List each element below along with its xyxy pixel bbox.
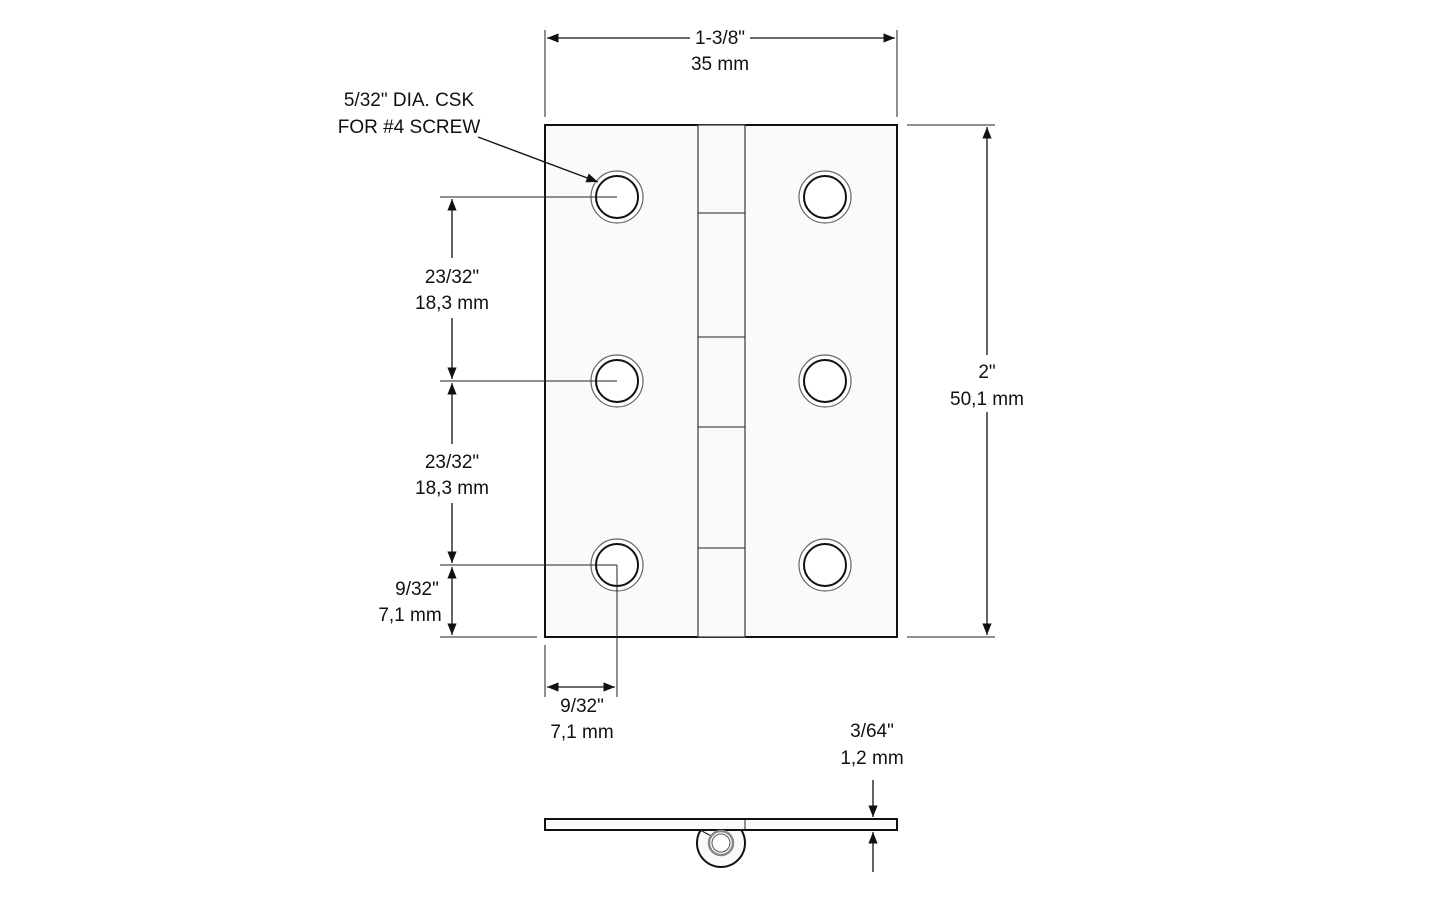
spacing2-mm: 18,3 mm [415,478,489,499]
width-mm: 35 mm [691,54,749,75]
hole-spacing-dimensions: 23/32" 18,3 mm 23/32" 18,3 mm 9/32" 7,1 … [378,196,617,638]
height-inch: 2" [978,362,995,383]
height-mm: 50,1 mm [950,389,1024,410]
edge-horizontal-mm: 7,1 mm [550,722,613,743]
edge-vertical-inch: 9/32" [395,579,439,600]
hole-callout: 5/32" DIA. CSK FOR #4 SCREW [338,90,599,183]
hinge-front-view [544,124,898,638]
thickness-dimension: 3/64" 1,2 mm [840,721,904,872]
hole-note-line1: 5/32" DIA. CSK [344,90,475,111]
spacing1-mm: 18,3 mm [415,293,489,314]
height-dimension: 2" 50,1 mm [907,124,1024,638]
hinge-side-view [544,818,898,868]
hole-note-line2: FOR #4 SCREW [338,117,481,138]
knuckle-strip [697,124,746,638]
edge-horizontal-inch: 9/32" [560,696,604,717]
spacing2-inch: 23/32" [425,452,479,473]
width-dimension: 1-3/8" 35 mm [544,28,898,117]
thickness-mm: 1,2 mm [840,748,903,769]
spacing1-inch: 23/32" [425,267,479,288]
width-inch: 1-3/8" [695,28,745,49]
thickness-inch: 3/64" [850,721,894,742]
edge-vertical-mm: 7,1 mm [378,605,441,626]
hole-edge-horizontal-dimension: 9/32" 7,1 mm [544,565,618,743]
